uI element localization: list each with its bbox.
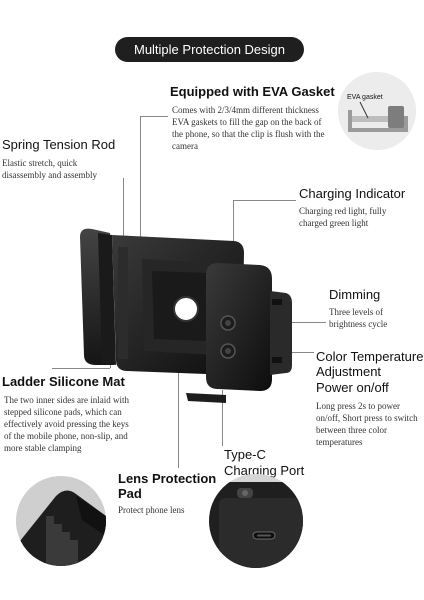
charging-indicator-title: Charging Indicator (299, 186, 406, 201)
type-c-connector-line (222, 390, 223, 446)
charging-indicator-description: Charging red light, fully charged green … (299, 206, 387, 228)
charging-connector-line (233, 200, 296, 201)
color-temperature-title-1: Color Temperature (316, 349, 424, 364)
eva-gasket-title: Equipped with EVA Gasket (170, 84, 335, 99)
eva-connector-line-vertical (140, 116, 141, 266)
eva-connector-line (140, 116, 168, 117)
color-temperature-title-3: Power on/off (316, 380, 389, 395)
lens-protection-title-1: Lens Protection (118, 471, 217, 486)
lens-protection-description: Protect phone lens (118, 505, 185, 515)
type-c-title-2: Charging Port (224, 463, 305, 478)
lens-protection-title-2: Pad (118, 486, 142, 501)
ladder-connector-line (52, 368, 110, 369)
type-c-title-1: Type-C (224, 447, 266, 462)
dimming-description: Three levels of brightness cycle (329, 307, 388, 329)
color-temperature-description: Long press 2s to power on/off, Short pre… (316, 401, 418, 447)
color-temperature-title-2: Adjustment (316, 364, 382, 379)
eva-gasket-description: Comes with 2/3/4mm different thickness E… (172, 105, 325, 151)
page-title-banner: Multiple Protection Design (115, 37, 304, 62)
eva-gasket-detail-image: EVA gasket (338, 72, 416, 150)
spring-tension-title: Spring Tension Rod (2, 137, 116, 152)
spring-tension-description: Elastic stretch, quick disassembly and a… (2, 158, 97, 180)
type-c-port-detail-image (209, 474, 303, 568)
ladder-silicone-description: The two inner sides are inlaid with step… (4, 395, 129, 453)
phone-clip-product-image (66, 215, 306, 415)
eva-gasket-callout-label: EVA gasket (347, 94, 383, 101)
spring-connector-line (123, 178, 124, 258)
dimming-title: Dimming (329, 287, 381, 302)
ladder-silicone-title: Ladder Silicone Mat (2, 374, 125, 389)
ladder-silicone-detail-image (16, 476, 106, 566)
lens-connector-line (178, 340, 179, 468)
